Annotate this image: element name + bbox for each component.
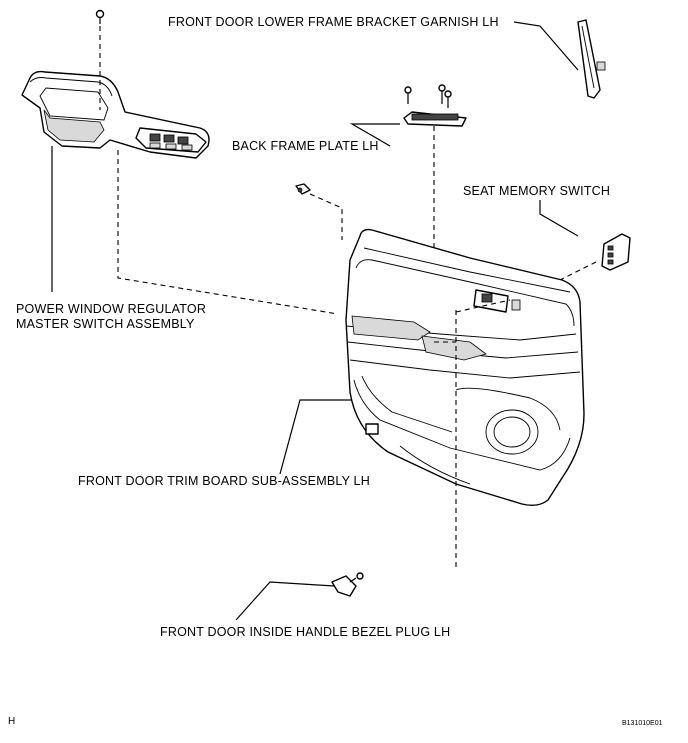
bezel-plug-label: FRONT DOOR INSIDE HANDLE BEZEL PLUG LH [160,625,451,639]
garnish-label: FRONT DOOR LOWER FRAME BRACKET GARNISH L… [168,15,499,29]
door-trim-board-drawing [345,228,585,507]
seat-memory-switch-label: SEAT MEMORY SWITCH [463,184,611,198]
power-window-master-switch-drawing [21,9,210,159]
corner-letter: H [8,716,16,727]
lower-frame-bracket-garnish-drawing [577,19,606,99]
seat-memory-switch-drawing [601,233,631,271]
clip-screw-drawing [295,183,311,195]
figure-code: B131010E01 [622,720,663,727]
back-frame-plate-drawing [403,84,467,127]
back-frame-plate-label: BACK FRAME PLATE LH [232,139,379,153]
power-window-switch-label-line2: MASTER SWITCH ASSEMBLY [16,317,195,331]
power-window-switch-label-line1: POWER WINDOW REGULATOR [16,302,207,316]
trim-board-label: FRONT DOOR TRIM BOARD SUB-ASSEMBLY LH [78,474,370,488]
bezel-plug-drawing [331,572,364,597]
